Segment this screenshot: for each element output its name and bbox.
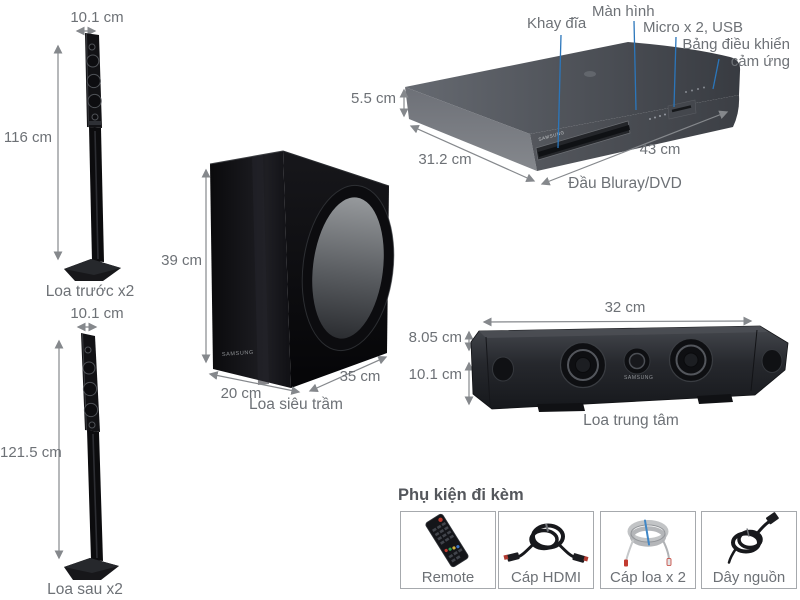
rear-speaker-label: Loa sau x2 — [47, 581, 123, 598]
callout-touch-panel-line1: Bảng điều khiển — [682, 36, 790, 53]
accessory-label-speaker-cable: Cáp loa x 2 — [610, 569, 686, 586]
bluray-depth-dim: 31.2 cm — [418, 151, 472, 168]
accessory-label-remote: Remote — [421, 569, 475, 586]
accessory-box-speaker-cable: Cáp loa x 2 — [600, 511, 696, 589]
callout-line-micro-usb — [673, 36, 677, 108]
bluray-player-image: SAMSUNG — [399, 20, 741, 186]
subwoofer-label: Loa siêu trầm — [249, 396, 343, 413]
soundbar-tweeter-center — [623, 347, 651, 375]
front-speaker-height-dim: 116 cm — [3, 129, 52, 146]
callout-display-label: Màn hình — [592, 3, 655, 20]
rear-speaker-height-dim: 121.5 cm — [0, 444, 62, 461]
subwoofer-width-dim: 20 cm — [220, 385, 262, 402]
subwoofer-depth-dim: 35 cm — [339, 368, 381, 385]
remote-icon — [425, 513, 469, 568]
bluray-height-dim: 5.5 cm — [350, 90, 396, 107]
power-cord-icon — [727, 512, 779, 564]
accessory-box-remote: Remote — [400, 511, 496, 589]
callout-touch-panel-line2: cảm ứng — [730, 53, 790, 70]
rear-speaker-width-dim: 10.1 cm — [70, 305, 124, 322]
front-speaker-image — [53, 26, 121, 281]
subwoofer-image: SAMSUNG — [201, 150, 395, 395]
speaker-cable-icon — [624, 519, 672, 567]
accessory-box-hdmi-cable: Cáp HDMI — [498, 511, 594, 589]
bluray-width-dim: 43 cm — [639, 141, 681, 158]
soundbar-height-dim: 10.1 cm — [408, 366, 462, 383]
soundbar-branding: SAMSUNG — [624, 375, 653, 381]
bluray-label: Đầu Bluray/DVD — [568, 175, 682, 192]
soundbar-woofer-left — [559, 341, 607, 389]
hdmi-cable-icon — [503, 523, 589, 563]
soundbar-image: SAMSUNG — [464, 316, 789, 412]
subwoofer-branding: SAMSUNG — [222, 350, 254, 358]
front-speaker-label: Loa trước x2 — [45, 283, 135, 300]
accessories-heading: Phụ kiện đi kèm — [398, 486, 524, 504]
callout-micro-usb-label: Micro x 2, USB — [643, 19, 744, 36]
soundbar-label: Loa trung tâm — [583, 412, 679, 429]
front-speaker-width-dim: 10.1 cm — [70, 9, 124, 26]
rear-speaker-image — [54, 322, 119, 580]
callout-disc-tray-label: Khay đĩa — [527, 15, 587, 32]
accessory-label-power-cord: Dây nguồn — [712, 569, 786, 586]
callout-line-display — [633, 20, 637, 111]
soundbar-depth-dim: 8.05 cm — [408, 329, 462, 346]
bluray-touch-buttons — [685, 86, 705, 93]
soundbar-width-dim: 32 cm — [604, 299, 646, 316]
accessory-box-power-cord: Dây nguồn — [701, 511, 797, 589]
callout-touch-panel-label: Bảng điều khiển cảm ứng — [672, 36, 790, 70]
subwoofer-height-dim: 39 cm — [161, 252, 202, 269]
callout-line-touch-panel — [712, 58, 720, 90]
accessory-label-hdmi-cable: Cáp HDMI — [510, 569, 581, 586]
soundbar-woofer-right — [668, 337, 714, 383]
